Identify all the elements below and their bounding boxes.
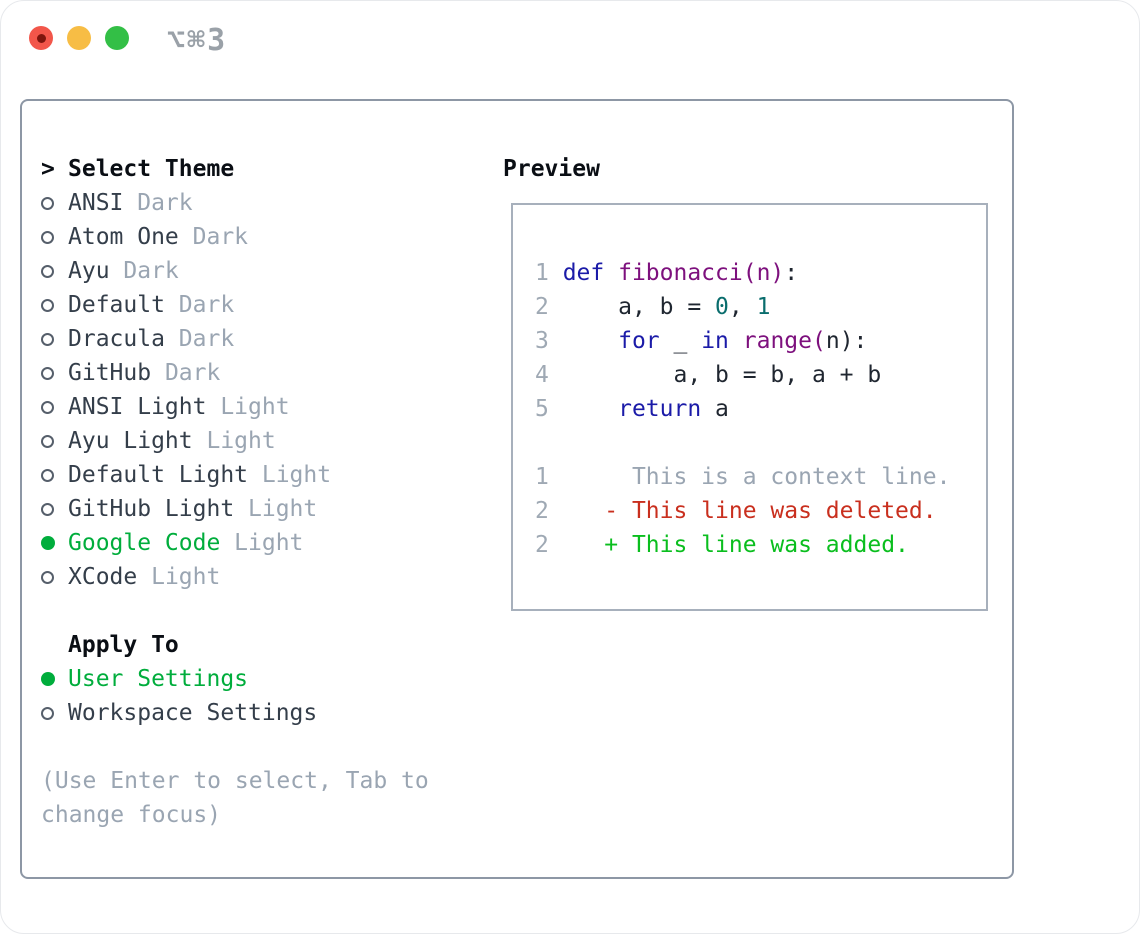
option-label: Atom One <box>68 224 179 250</box>
theme-option-ayu[interactable]: Ayu Dark <box>41 254 429 288</box>
option-label: XCode <box>68 564 138 590</box>
option-label: Workspace Settings <box>68 700 318 726</box>
variant-badge: Light <box>261 462 332 488</box>
title-bar: ⌥⌘3 <box>1 1 1139 71</box>
radio-icon <box>41 502 68 516</box>
option-label: Ayu <box>68 258 110 284</box>
spacer <box>41 730 429 764</box>
select-theme-title: Select Theme <box>68 156 235 182</box>
cursor-caret-icon: > <box>41 156 55 182</box>
radio-icon <box>41 230 68 244</box>
option-label: User Settings <box>68 666 249 692</box>
radio-icon <box>41 706 68 720</box>
code-line: 2 a, b = 0, 1 <box>535 294 771 320</box>
zoom-button-icon[interactable] <box>105 26 129 50</box>
apply-to-title: Apply To <box>68 632 179 658</box>
theme-option-ansi[interactable]: ANSI Dark <box>41 186 429 220</box>
radio-selected-icon <box>41 536 68 550</box>
hint-line-2: change focus) <box>41 802 222 828</box>
hint-text: (Use Enter to select, Tab to change focu… <box>41 764 429 832</box>
option-label: Ayu Light <box>68 428 193 454</box>
theme-option-dracula[interactable]: Dracula Dark <box>41 322 429 356</box>
theme-option-atom-one[interactable]: Atom One Dark <box>41 220 429 254</box>
preview-title: Preview <box>503 156 600 182</box>
apply-option-workspace-settings[interactable]: Workspace Settings <box>41 696 429 730</box>
variant-badge: Dark <box>192 224 249 250</box>
radio-selected-icon <box>41 672 68 686</box>
option-label: ANSI Light <box>68 394 207 420</box>
option-label: GitHub <box>68 360 152 386</box>
apply-option-user-settings[interactable]: User Settings <box>41 662 429 696</box>
variant-badge: Dark <box>178 292 235 318</box>
close-button-icon[interactable] <box>29 26 53 50</box>
theme-option-default-light[interactable]: Default Light Light <box>41 458 429 492</box>
code-line: 5 return a <box>535 396 729 422</box>
variant-badge: Light <box>151 564 221 590</box>
option-label: Google Code <box>68 530 221 556</box>
code-line: 1 def fibonacci(n): <box>535 260 799 286</box>
diff-line-deleted: 2 - This line was deleted. <box>535 498 937 524</box>
select-theme-header: > Select Theme <box>41 152 429 186</box>
traffic-lights <box>29 26 129 50</box>
radio-icon <box>41 196 68 210</box>
theme-option-ayu-light[interactable]: Ayu Light Light <box>41 424 429 458</box>
code-line: 3 for _ in range(n): <box>535 328 868 354</box>
diff-line-added: 2 + This line was added. <box>535 532 909 558</box>
radio-icon <box>41 366 68 380</box>
option-label: Dracula <box>68 326 165 352</box>
blank-line <box>535 426 986 460</box>
option-label: Default Light <box>68 462 249 488</box>
theme-option-xcode[interactable]: XCode Light <box>41 560 429 594</box>
variant-badge: Dark <box>164 360 221 386</box>
minimize-button-icon[interactable] <box>67 26 91 50</box>
close-button-dot-icon <box>36 33 46 43</box>
radio-icon <box>41 400 68 414</box>
option-label: Default <box>68 292 165 318</box>
apply-to-header: Apply To <box>41 628 429 662</box>
theme-option-google-code[interactable]: Google Code Light <box>41 526 429 560</box>
radio-icon <box>41 264 68 278</box>
option-label: GitHub Light <box>68 496 235 522</box>
window-shortcut-label: ⌥⌘3 <box>167 23 228 58</box>
radio-icon <box>41 468 68 482</box>
preview-box: 1 def fibonacci(n): 2 a, b = 0, 1 3 for _ … <box>511 203 988 611</box>
radio-icon <box>41 332 68 346</box>
variant-badge: Light <box>220 394 290 420</box>
option-label: ANSI <box>68 190 124 216</box>
hint-line-1: (Use Enter to select, Tab to <box>41 768 429 794</box>
variant-badge: Light <box>248 496 318 522</box>
code-block: 1 def fibonacci(n): 2 a, b = 0, 1 3 for _ … <box>535 256 986 562</box>
theme-option-ansi-light[interactable]: ANSI Light Light <box>41 390 429 424</box>
radio-icon <box>41 570 68 584</box>
code-line: 4 a, b = b, a + b <box>535 362 882 388</box>
variant-badge: Dark <box>137 190 193 216</box>
radio-icon <box>41 434 68 448</box>
theme-option-github-light[interactable]: GitHub Light Light <box>41 492 429 526</box>
variant-badge: Dark <box>178 326 235 352</box>
variant-badge: Light <box>206 428 276 454</box>
spacer <box>41 594 429 628</box>
variant-badge: Dark <box>123 258 179 284</box>
radio-icon <box>41 298 68 312</box>
variant-badge: Light <box>234 530 304 556</box>
theme-option-default[interactable]: Default Dark <box>41 288 429 322</box>
diff-line-context: 1 This is a context line. <box>535 464 951 490</box>
theme-option-github[interactable]: GitHub Dark <box>41 356 429 390</box>
